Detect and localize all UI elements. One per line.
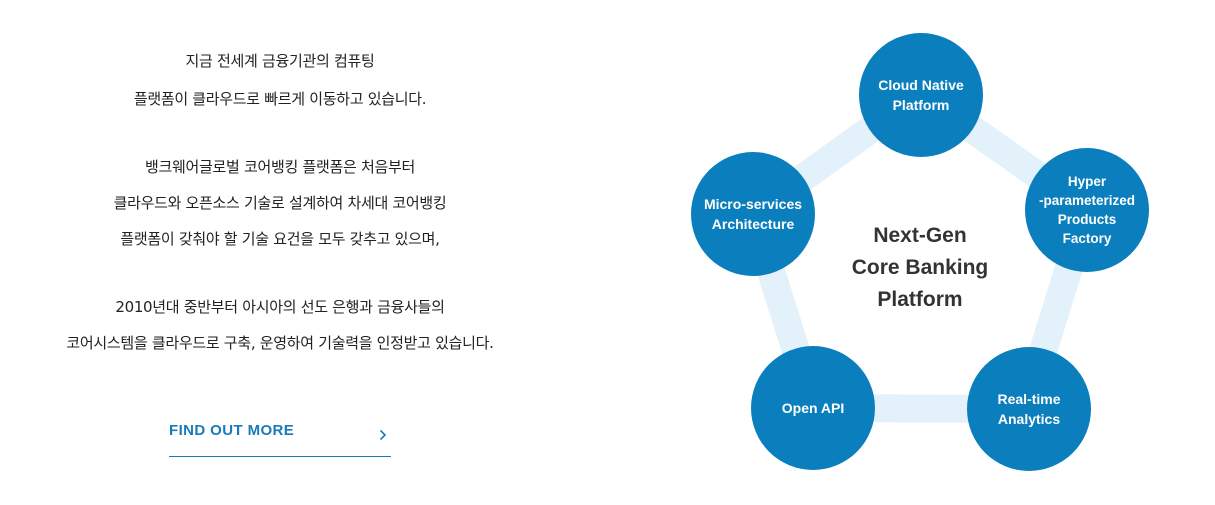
node-real-time-analytics[interactable]: Real-time Analytics (967, 347, 1091, 471)
chevron-right-icon (379, 426, 387, 445)
intro-line: 클라우드와 오픈소스 기술로 설계하여 차세대 코어뱅킹 (113, 194, 447, 212)
intro-line: 뱅크웨어글로벌 코어뱅킹 플랫폼은 처음부터 (145, 158, 415, 176)
node-micro-services-architecture[interactable]: Micro-services Architecture (691, 152, 815, 276)
find-out-more-label: FIND OUT MORE (169, 422, 295, 439)
intro-line: 코어시스템을 클라우드로 구축, 운영하여 기술력을 인정받고 있습니다. (66, 334, 494, 352)
find-out-more-button[interactable]: FIND OUT MORE (169, 418, 391, 457)
platform-diagram: Next-Gen Core Banking Platform Cloud Nat… (640, 0, 1215, 505)
intro-line: 2010년대 중반부터 아시아의 선도 은행과 금융사들의 (115, 298, 445, 316)
node-open-api[interactable]: Open API (751, 346, 875, 470)
node-cloud-native-platform[interactable]: Cloud Native Platform (859, 33, 983, 157)
intro-line: 플랫폼이 클라우드로 빠르게 이동하고 있습니다. (133, 90, 427, 108)
intro-line: 플랫폼이 갖춰야 할 기술 요건을 모두 갖추고 있으며, (120, 230, 440, 248)
node-hyper-parameterized-products-factory[interactable]: Hyper -parameterized Products Factory (1025, 148, 1149, 272)
diagram-center-title: Next-Gen Core Banking Platform (851, 224, 989, 311)
intro-line: 지금 전세계 금융기관의 컴퓨팅 (185, 52, 375, 70)
intro-section: 지금 전세계 금융기관의 컴퓨팅 플랫폼이 클라우드로 빠르게 이동하고 있습니… (0, 0, 560, 505)
